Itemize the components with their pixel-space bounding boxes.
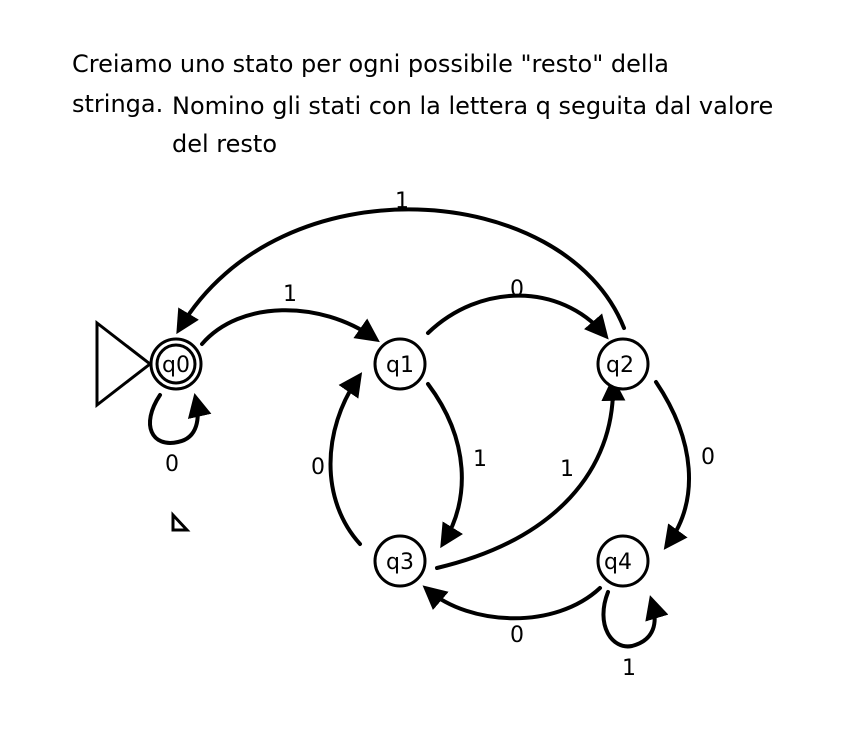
- edge-q2-q4: [654, 380, 691, 550]
- edge-label-q3-q1: 0: [311, 455, 325, 480]
- edge-label-q0-q1: 1: [283, 282, 297, 307]
- edge-label-q3-q2: 1: [560, 457, 574, 482]
- caption-line-1: Creiamo uno stato per ogni possibile "re…: [72, 50, 669, 78]
- edge-label-q2-q0: 1: [395, 189, 409, 214]
- edge-label-q1-q3: 1: [473, 447, 487, 472]
- edge-q2-q0: [176, 207, 626, 335]
- state-label-q1: q1: [386, 353, 414, 378]
- state-label-q0: q0: [162, 353, 190, 378]
- edge-q4-q4: [601, 590, 669, 649]
- state-label-q3: q3: [386, 550, 414, 575]
- edge-q4-q3: [422, 585, 602, 621]
- edge-q1-q3: [426, 382, 464, 549]
- start-arrow-icon: [95, 319, 153, 409]
- edge-q3-q2: [435, 376, 626, 570]
- edge-q3-q1: [328, 372, 363, 546]
- caption-line-4: del resto: [172, 130, 277, 158]
- edge-label-q1-q2: 0: [510, 277, 524, 302]
- edge-label-q0-q0: 0: [165, 452, 179, 477]
- edge-q0-q1: [200, 308, 380, 346]
- caption-line-2: stringa.: [72, 90, 164, 118]
- state-label-q2: q2: [606, 353, 634, 378]
- caption-line-3: Nomino gli stati con la lettera q seguit…: [172, 92, 774, 120]
- edge-q0-q0: [148, 392, 212, 445]
- state-q1: q1: [373, 337, 427, 391]
- state-q2: q2: [596, 337, 650, 391]
- edge-label-q4-q3: 0: [510, 623, 524, 648]
- state-q3: q3: [373, 534, 427, 588]
- state-q0: q0: [149, 337, 203, 391]
- state-label-q4: q4: [604, 550, 632, 575]
- edge-label-q2-q4: 0: [701, 445, 715, 470]
- state-q4: q4: [596, 534, 650, 588]
- edge-label-q4-q4: 1: [622, 656, 636, 681]
- stray-mark-icon: [171, 511, 191, 532]
- edge-q1-q2: [426, 293, 609, 340]
